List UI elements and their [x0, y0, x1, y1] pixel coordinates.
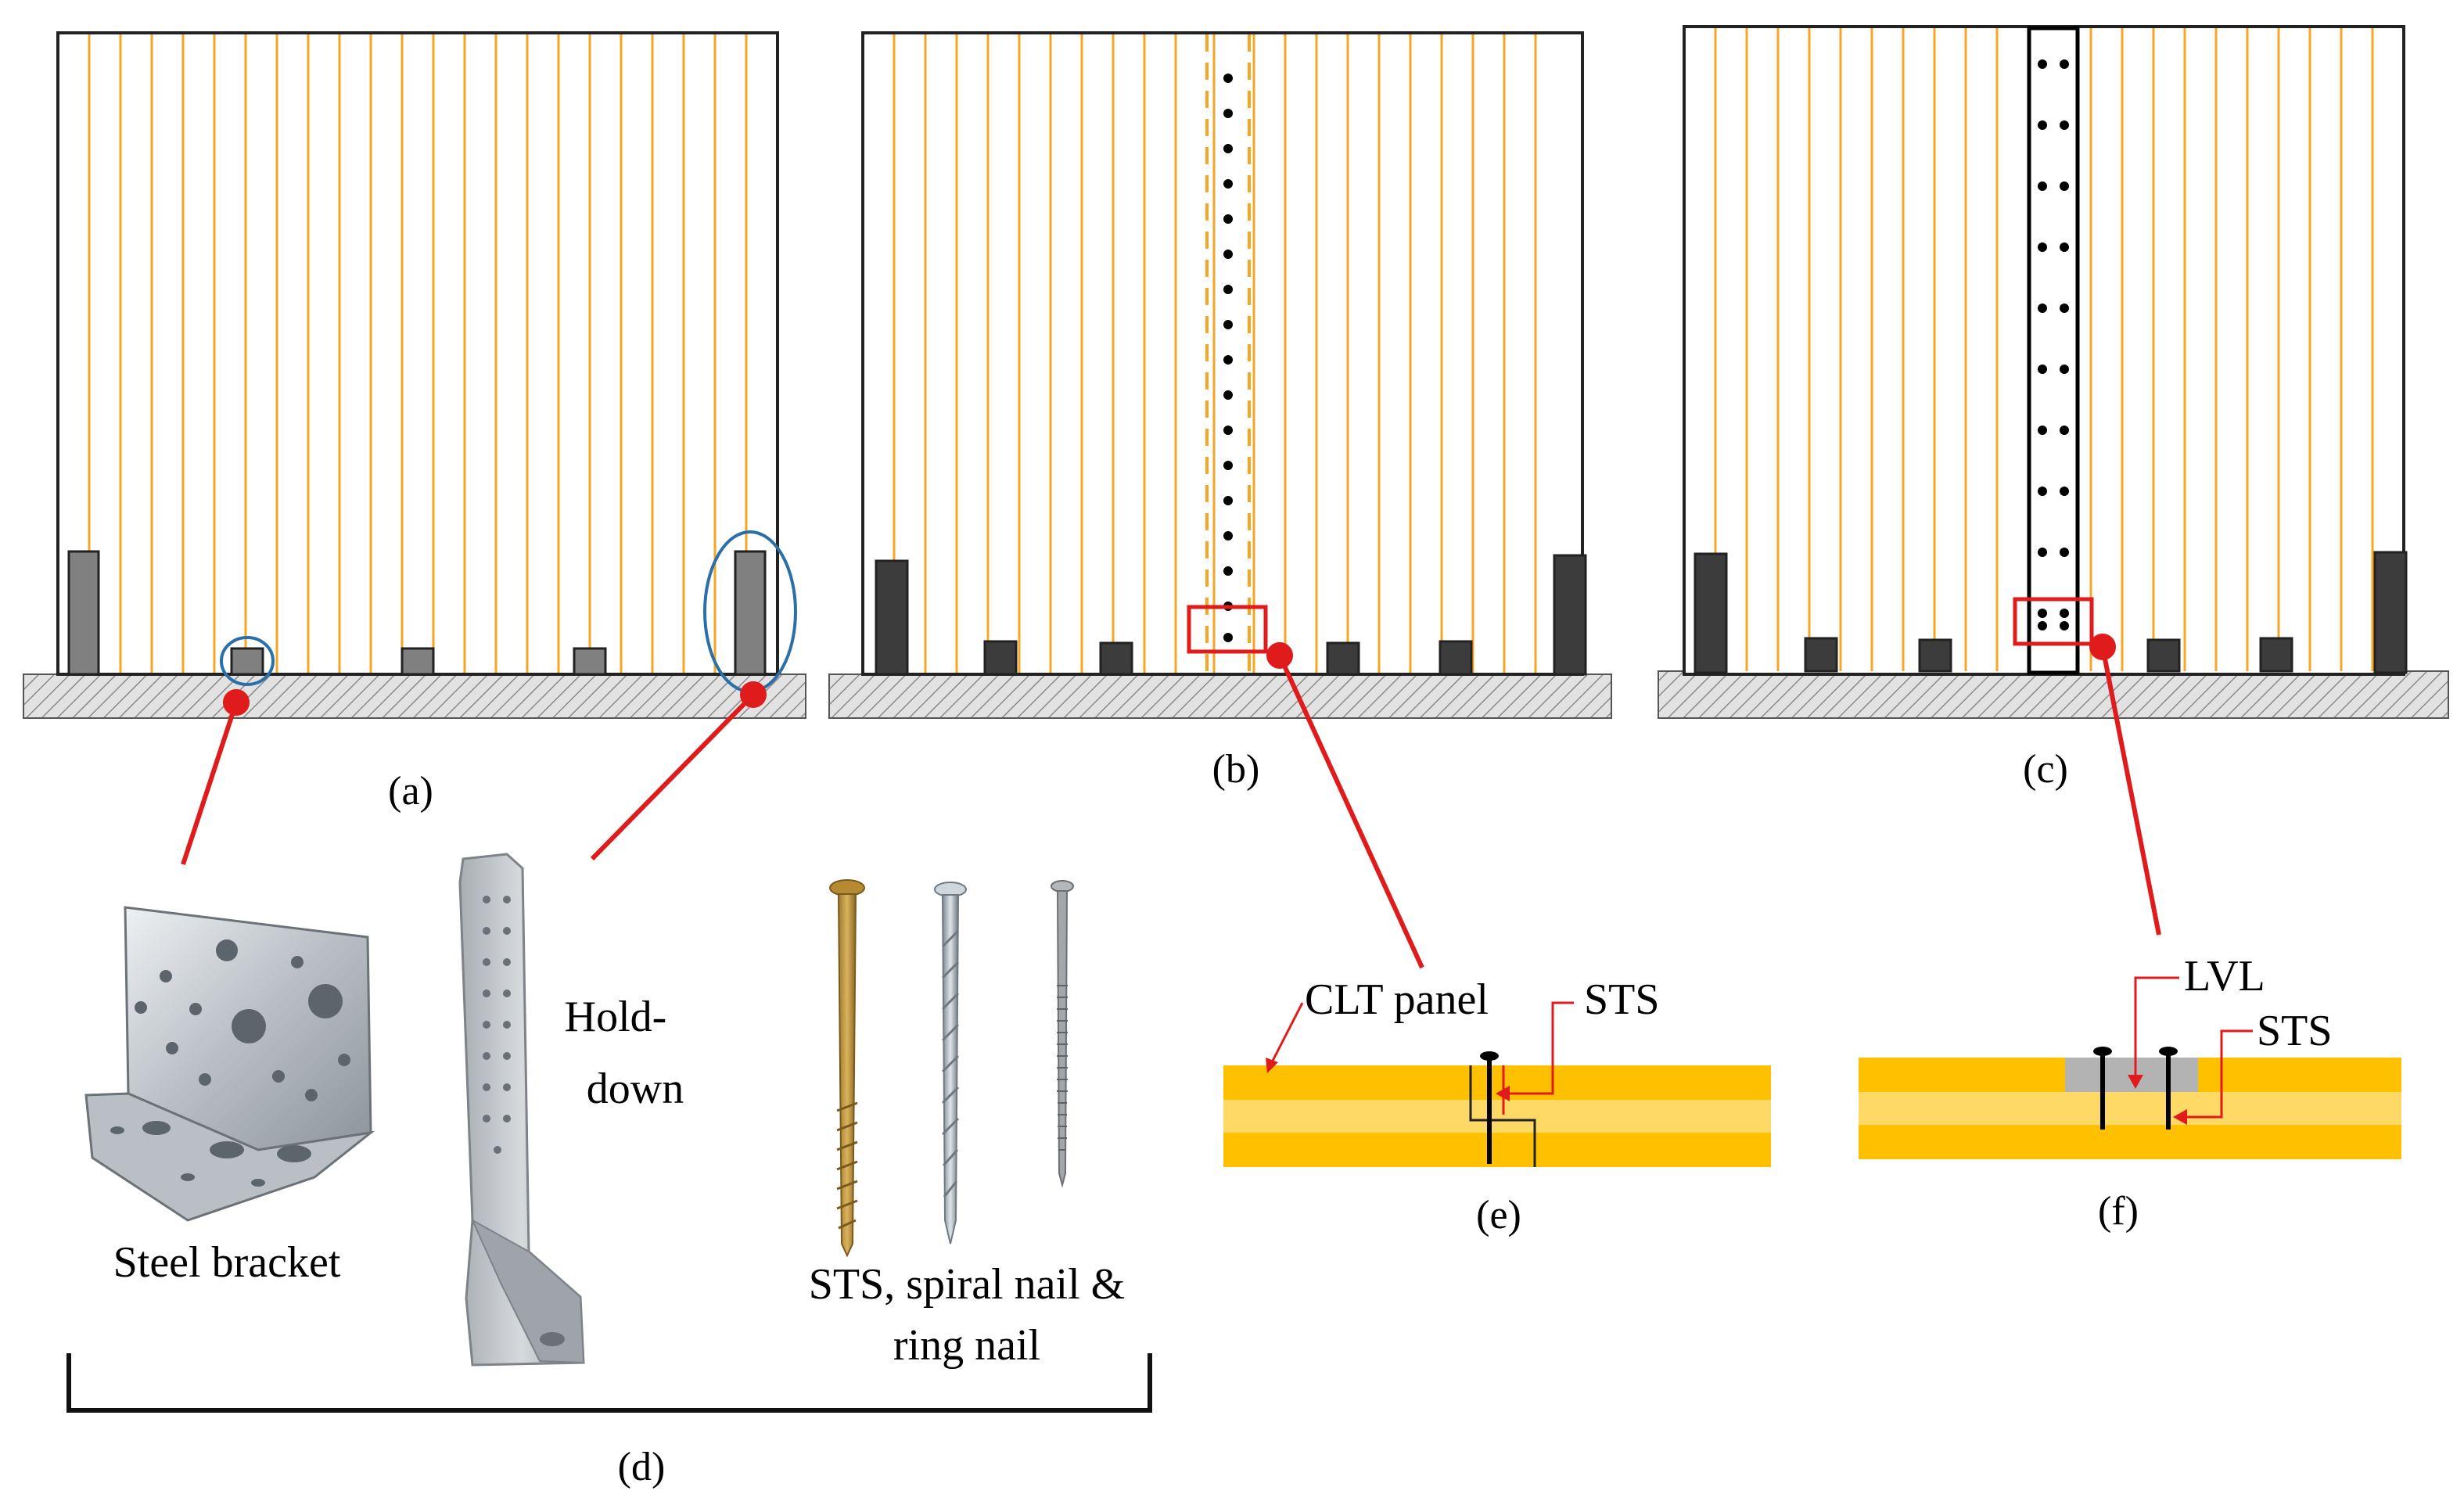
hold-down-icon	[458, 853, 585, 1367]
panel-b-lamellas	[893, 34, 1537, 673]
label-hold-down-line2: down	[587, 1065, 684, 1113]
clt-core-f	[1859, 1092, 2401, 1125]
bracket-3	[573, 647, 607, 676]
panel-c: (c)	[1658, 25, 2449, 792]
bracket-2	[1918, 638, 1952, 673]
clt-core-e	[1223, 1100, 1771, 1133]
detail-box-f	[2013, 597, 2094, 646]
lvl-arrow	[2134, 976, 2179, 1078]
leader-lines	[181, 634, 2161, 969]
bracket-3	[1326, 641, 1360, 676]
label-sts-e: STS	[1584, 975, 1660, 1024]
label-steel-bracket: Steel bracket	[113, 1238, 341, 1287]
panel-b: (b)	[828, 31, 1612, 792]
label-hold-down-line1: Hold-	[565, 993, 667, 1041]
panel-a: (a)	[23, 31, 806, 814]
steel-angle-bracket-icon	[84, 906, 375, 1222]
sts-arrow-e	[1507, 1001, 1574, 1095]
bracket-3	[2146, 638, 2181, 673]
hold-down-right	[734, 550, 767, 676]
clt-panel-arrow	[1270, 1002, 1304, 1065]
self-tapping-screw-icon	[829, 879, 865, 1258]
panel-c-lvl-spline	[2027, 26, 2080, 675]
label-a: (a)	[388, 769, 433, 814]
step-joint-e	[1469, 1065, 1536, 1167]
detail-box-e	[1187, 605, 1268, 654]
hold-down-right	[2373, 551, 2408, 674]
label-d: (d)	[618, 1445, 666, 1489]
panel-b-ground	[828, 673, 1612, 719]
label-sts-f: STS	[2257, 1007, 2333, 1055]
steel-bracket-product: Steel bracket	[84, 906, 375, 1287]
panel-a-connectors	[67, 550, 767, 676]
bracket-4	[2259, 637, 2293, 673]
panel-c-connectors	[1694, 551, 2408, 674]
label-e: (e)	[1476, 1193, 1521, 1237]
panel-a-wall	[56, 31, 779, 676]
sts-arrow-f	[2184, 1029, 2253, 1119]
products-bracket-d: (d)	[66, 1353, 1152, 1489]
detail-f: LVL STS (f)	[1859, 952, 2401, 1234]
panel-a-ground	[23, 673, 806, 719]
hold-down-right	[1553, 554, 1587, 676]
bracket-1	[230, 647, 264, 676]
panel-b-joint	[1205, 34, 1251, 673]
label-fasteners-line2: ring nail	[893, 1321, 1040, 1370]
label-clt-panel: CLT panel	[1305, 975, 1489, 1024]
hold-down-left	[1694, 552, 1728, 674]
hold-down-product: Hold- down	[458, 853, 684, 1367]
label-c: (c)	[2023, 747, 2068, 792]
detail-e: CLT panel STS (e)	[1223, 975, 1771, 1237]
hold-down-left	[875, 559, 909, 676]
bracket-2	[400, 647, 435, 676]
bracket-2	[1099, 641, 1133, 676]
bracket-4	[1439, 640, 1473, 676]
ring-nail-icon	[1051, 880, 1074, 1188]
label-f: (f)	[2098, 1189, 2139, 1234]
callout-ring-bracket	[220, 636, 275, 686]
fasteners-product: STS, spiral nail & ring nail	[809, 879, 1125, 1370]
panel-b-wall	[861, 31, 1584, 676]
panel-b-connectors	[875, 554, 1587, 676]
bracket-1	[983, 640, 1018, 676]
spiral-nail-icon	[934, 882, 967, 1245]
label-b: (b)	[1212, 747, 1260, 792]
panel-c-ground	[1658, 670, 2449, 719]
panel-c-lamellas	[1714, 28, 2374, 671]
bracket-1	[1804, 637, 1838, 673]
label-lvl: LVL	[2184, 952, 2265, 1000]
hold-down-left	[67, 550, 100, 676]
label-fasteners-line1: STS, spiral nail &	[809, 1260, 1125, 1309]
